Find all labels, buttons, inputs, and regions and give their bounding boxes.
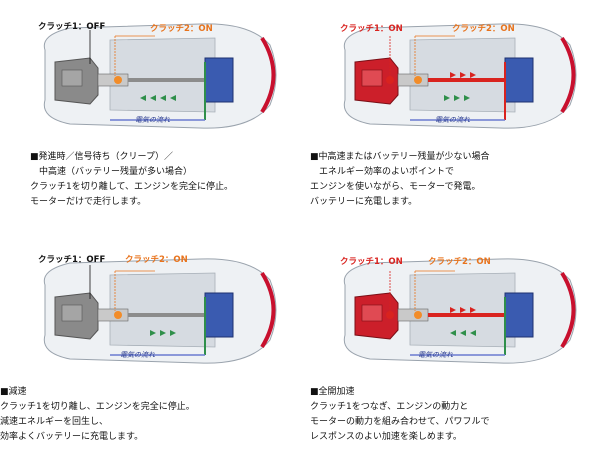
motor [97, 73, 129, 87]
description-line: ■全開加速 [310, 387, 355, 397]
description-line: 中高速（バッテリー残量が多い場合） [30, 167, 193, 177]
description-line: モーターだけで走行します。 [30, 197, 147, 207]
car-diagram [343, 23, 577, 129]
description-line: ■発進時／信号待ち（クリープ）／ [30, 152, 173, 162]
engine [54, 57, 99, 105]
battery [504, 292, 534, 338]
flow-label: 電気の流れ [435, 116, 470, 124]
panel-full: クラッチ1：ON クラッチ2：ON 電気の流れ ■全開加速 クラッチ1をつなぎ、… [300, 235, 600, 470]
flow-arrows [450, 307, 476, 313]
clutch1-label: クラッチ1：OFF [38, 255, 106, 265]
flow-arrows [450, 330, 476, 336]
motor [397, 308, 429, 322]
clutch2-label: クラッチ2：ON [125, 255, 188, 265]
clutch1-label: クラッチ1：ON [340, 257, 403, 267]
flow-arrows [444, 95, 470, 101]
panel-start: クラッチ1：OFF クラッチ2：ON 電気の流れ ■発進時／信号待ち（クリープ）… [0, 0, 300, 235]
battery [204, 57, 234, 103]
description-line: エンジンを使いながら、モーターで発電。 [310, 182, 481, 192]
description-line: 効率よくバッテリーに充電します。 [0, 432, 144, 442]
car-diagram [343, 258, 577, 364]
engine [54, 292, 99, 340]
clutch2-label: クラッチ2：ON [150, 24, 213, 34]
description-line: クラッチ1を切り離し、エンジンを完全に停止。 [0, 402, 195, 412]
description-line: クラッチ1をつなぎ、エンジンの動力と [310, 402, 469, 412]
description-line: ■中高速またはバッテリー残量が少ない場合 [310, 152, 490, 162]
flow-label: 電気の流れ [120, 351, 155, 359]
clutch1-label: クラッチ1：OFF [38, 22, 106, 32]
description: ■発進時／信号待ち（クリープ）／ 中高速（バッテリー残量が多い場合） クラッチ1… [30, 150, 233, 210]
flow-arrows [140, 95, 176, 101]
description: ■全開加速 クラッチ1をつなぎ、エンジンの動力と モーターの動力を組み合わせて、… [310, 385, 490, 445]
engine [354, 292, 399, 340]
battery [504, 57, 534, 103]
clutch2-marker [414, 311, 422, 319]
clutch1-marker [386, 76, 394, 84]
car-diagram [43, 23, 277, 129]
clutch1-label: クラッチ1：ON [340, 24, 403, 34]
battery [204, 292, 234, 338]
clutch2-marker [114, 76, 122, 84]
description-line: クラッチ1を切り離して、エンジンを完全に停止。 [30, 182, 234, 192]
panel-charge: クラッチ1：ON クラッチ2：ON 電気の流れ ■中高速またはバッテリー残量が少… [300, 0, 600, 235]
motor [397, 73, 429, 87]
motor [97, 308, 129, 322]
flow-label: 電気の流れ [418, 351, 453, 359]
description-line: レスポンスのよい加速を楽しめます。 [310, 432, 462, 442]
description-line: 減速エネルギーを回生し、 [0, 417, 109, 427]
description-line: バッテリーに充電します。 [310, 197, 418, 207]
car-diagram [43, 258, 277, 364]
clutch2-marker [114, 311, 122, 319]
description-line: モーターの動力を組み合わせて、パワフルで [310, 417, 490, 427]
flow-arrows [450, 72, 476, 78]
description: ■中高速またはバッテリー残量が少ない場合 エネルギー効率のよいポイントで エンジ… [310, 150, 490, 210]
description: ■減速 クラッチ1を切り離し、エンジンを完全に停止。 減速エネルギーを回生し、 … [0, 385, 195, 445]
clutch2-label: クラッチ2：ON [452, 24, 515, 34]
flow-label: 電気の流れ [135, 116, 170, 124]
flow-arrows [150, 330, 176, 336]
clutch2-label: クラッチ2：ON [428, 257, 491, 267]
clutch2-marker [414, 76, 422, 84]
description-line: ■減速 [0, 387, 27, 397]
clutch1-marker [386, 311, 394, 319]
description-line: エネルギー効率のよいポイントで [310, 167, 455, 177]
panel-decel: クラッチ1：OFF クラッチ2：ON 電気の流れ ■減速 クラッチ1を切り離し、… [0, 235, 300, 470]
